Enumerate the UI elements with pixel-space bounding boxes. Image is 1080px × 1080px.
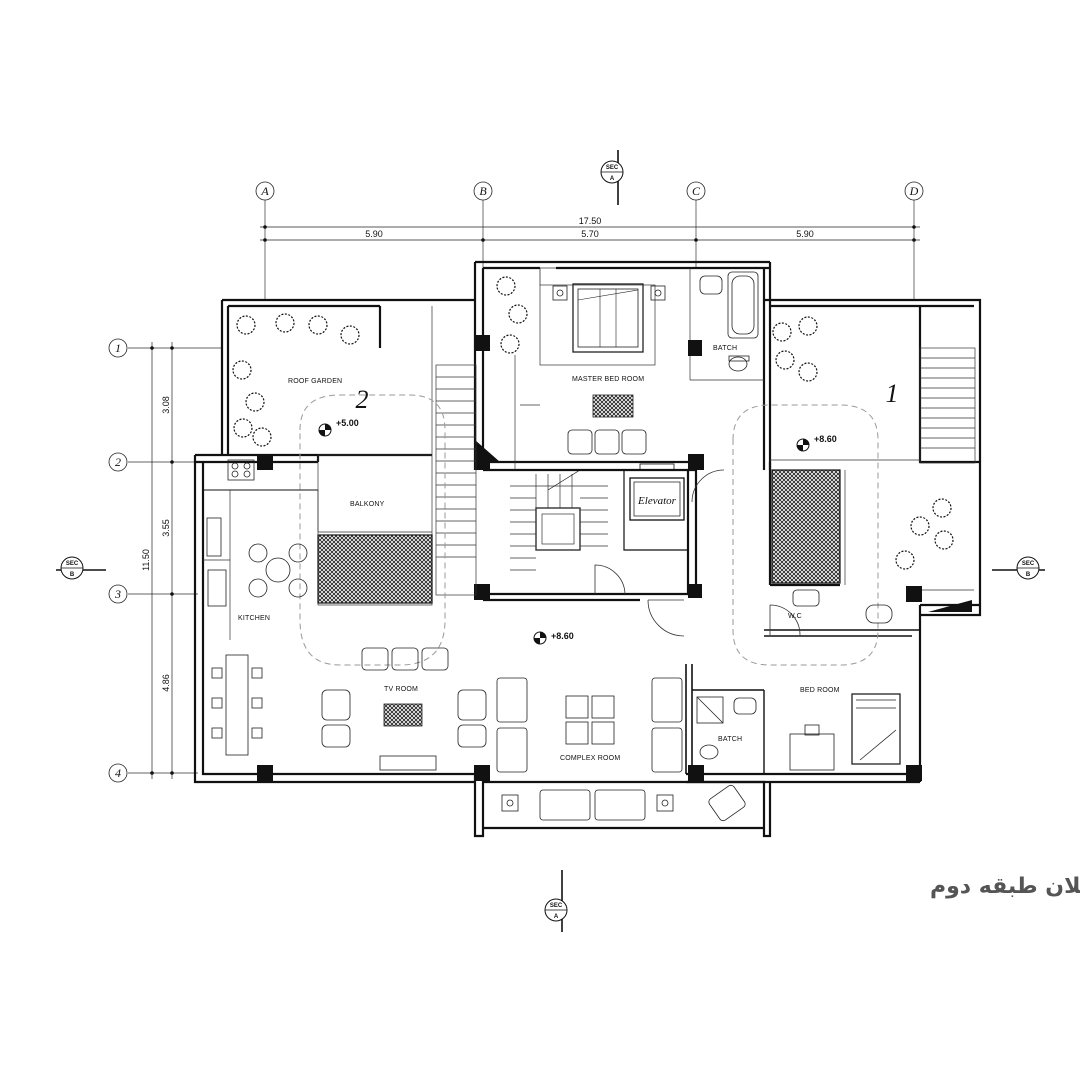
dim-span-cd: 5.90	[796, 229, 814, 239]
balkony-void-hatch	[317, 534, 433, 604]
svg-text:SEC: SEC	[1022, 561, 1035, 567]
svg-text:+8.60: +8.60	[814, 434, 837, 444]
axis-bubble-c: C	[686, 181, 706, 201]
svg-text:A: A	[610, 176, 615, 182]
room-label-tv-room: TV ROOM	[384, 686, 418, 693]
stairs-left	[435, 364, 477, 596]
svg-text:4: 4	[115, 766, 121, 780]
level-marker-right-zone: +8.60	[796, 434, 837, 452]
dim-span-bc: 5.70	[581, 229, 599, 239]
section-marker-a-bottom: SEC A	[544, 870, 568, 932]
stair-core	[510, 469, 608, 571]
axis-bubble-b: B	[473, 181, 493, 201]
section-marker-a-top: SEC A	[600, 150, 624, 205]
axis-bubble-3: 3	[108, 584, 128, 604]
level-marker-roof-garden: +5.00	[318, 418, 359, 437]
svg-text:A: A	[554, 914, 559, 920]
dim-span-34: 4.86	[161, 674, 171, 692]
svg-text:3: 3	[114, 587, 121, 601]
svg-text:1: 1	[115, 341, 121, 355]
svg-text:C: C	[692, 184, 701, 198]
inner-lines	[203, 268, 974, 640]
svg-text:B: B	[70, 572, 75, 578]
dim-span-12: 3.08	[161, 396, 171, 414]
door-swings	[539, 267, 801, 637]
level-marker-complex-room: +8.60	[533, 631, 574, 645]
section-marker-b-left: SEC B	[56, 556, 106, 580]
svg-text:B: B	[1026, 572, 1031, 578]
dim-span-ab: 5.90	[365, 229, 383, 239]
svg-text:2: 2	[115, 455, 121, 469]
structural-columns	[257, 335, 972, 781]
dim-span-23: 3.55	[161, 519, 171, 537]
room-label-kitchen: KITCHEN	[238, 615, 270, 622]
zone-number-2: 2	[356, 385, 369, 414]
zone-number-1: 1	[886, 379, 899, 408]
dashed-zones	[299, 394, 879, 666]
void-right-hatch	[771, 469, 841, 584]
room-label-roof-garden: ROOF GARDEN	[288, 378, 342, 385]
axis-bubble-1: 1	[108, 338, 128, 358]
elevator: Elevator	[629, 463, 685, 521]
room-label-batch-bottom: BATCH	[718, 736, 742, 743]
room-label-batch-top: BATCH	[713, 345, 737, 352]
svg-text:A: A	[260, 184, 269, 198]
room-label-bed-room: BED ROOM	[800, 687, 840, 694]
elevator-label: Elevator	[637, 495, 677, 507]
svg-text:+8.60: +8.60	[551, 631, 574, 641]
room-label-balkony: BALKONY	[350, 501, 385, 508]
dim-total-horizontal: 17.50	[579, 216, 602, 226]
room-label-master-bed-room: MASTER BED ROOM	[572, 376, 644, 383]
grid-axes	[128, 200, 915, 774]
svg-text:+5.00: +5.00	[336, 418, 359, 428]
axis-bubble-2: 2	[108, 452, 128, 472]
svg-text:D: D	[909, 184, 919, 198]
stairs-right	[919, 347, 976, 464]
svg-text:SEC: SEC	[66, 561, 79, 567]
svg-text:B: B	[479, 184, 487, 198]
axis-bubble-d: D	[904, 181, 924, 201]
plants	[232, 276, 954, 570]
plan-title: پلان طبقه دوم	[930, 874, 1080, 899]
furniture	[206, 271, 901, 822]
walls	[193, 260, 982, 838]
dim-total-vertical: 11.50	[141, 549, 151, 571]
axis-bubble-4: 4	[108, 763, 128, 783]
svg-text:SEC: SEC	[606, 165, 619, 171]
section-marker-b-right: SEC B	[992, 556, 1045, 580]
dimension-lines	[151, 226, 920, 779]
room-label-complex-room: COMPLEX ROOM	[560, 755, 620, 762]
room-label-wc: W.C	[788, 613, 802, 620]
dimension-ticks	[150, 225, 916, 775]
axis-bubble-a: A	[255, 181, 275, 201]
svg-text:SEC: SEC	[550, 903, 563, 909]
